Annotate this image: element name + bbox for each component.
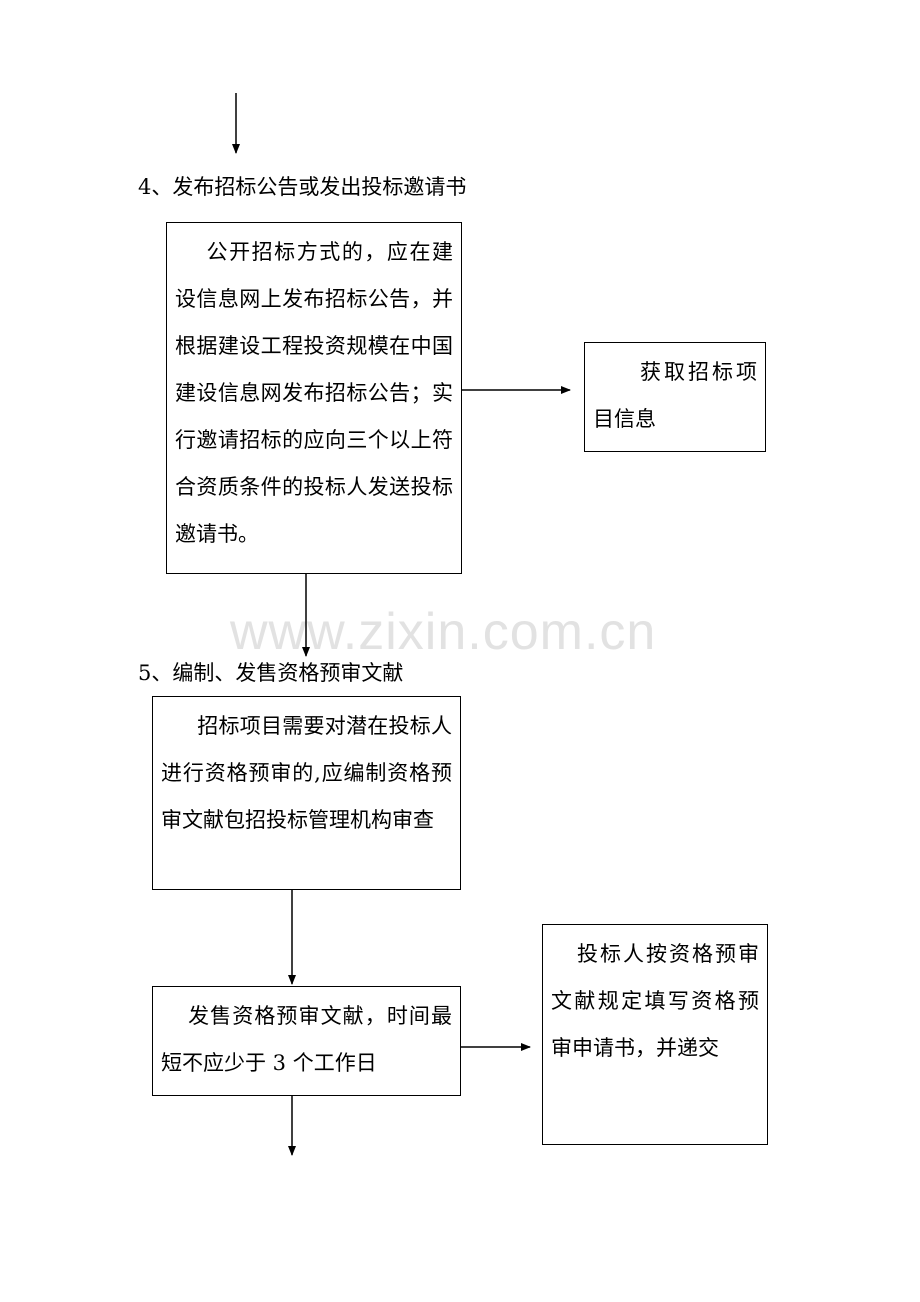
prequal-docs-box: 招标项目需要对潜在投标人进行资格预审的,应编制资格预审文献包招投标管理机构审查 xyxy=(152,696,461,890)
publish-notice-text: 公开招标方式的，应在建设信息网上发布招标公告，并根据建设工程投资规模在中国建设信… xyxy=(175,240,453,546)
sell-docs-text: 发售资格预审文献，时间最短不应少于 3 个工作日 xyxy=(161,1004,452,1075)
bidder-submit-text: 投标人按资格预审文献规定填写资格预审申请书，并递交 xyxy=(551,942,759,1060)
obtain-info-text: 获取招标项目信息 xyxy=(593,360,757,431)
publish-notice-box: 公开招标方式的，应在建设信息网上发布招标公告，并根据建设工程投资规模在中国建设信… xyxy=(166,222,462,574)
prequal-docs-text: 招标项目需要对潜在投标人进行资格预审的,应编制资格预审文献包招投标管理机构审查 xyxy=(161,714,452,832)
step-5-title: 5、编制、发售资格预审文献 xyxy=(138,661,404,685)
sell-docs-box: 发售资格预审文献，时间最短不应少于 3 个工作日 xyxy=(152,986,461,1096)
obtain-info-box: 获取招标项目信息 xyxy=(584,342,766,452)
step-4-title: 4、发布招标公告或发出投标邀请书 xyxy=(138,175,467,199)
watermark: www.zixin.com.cn xyxy=(230,603,657,661)
bidder-submit-box: 投标人按资格预审文献规定填写资格预审申请书，并递交 xyxy=(542,924,768,1145)
